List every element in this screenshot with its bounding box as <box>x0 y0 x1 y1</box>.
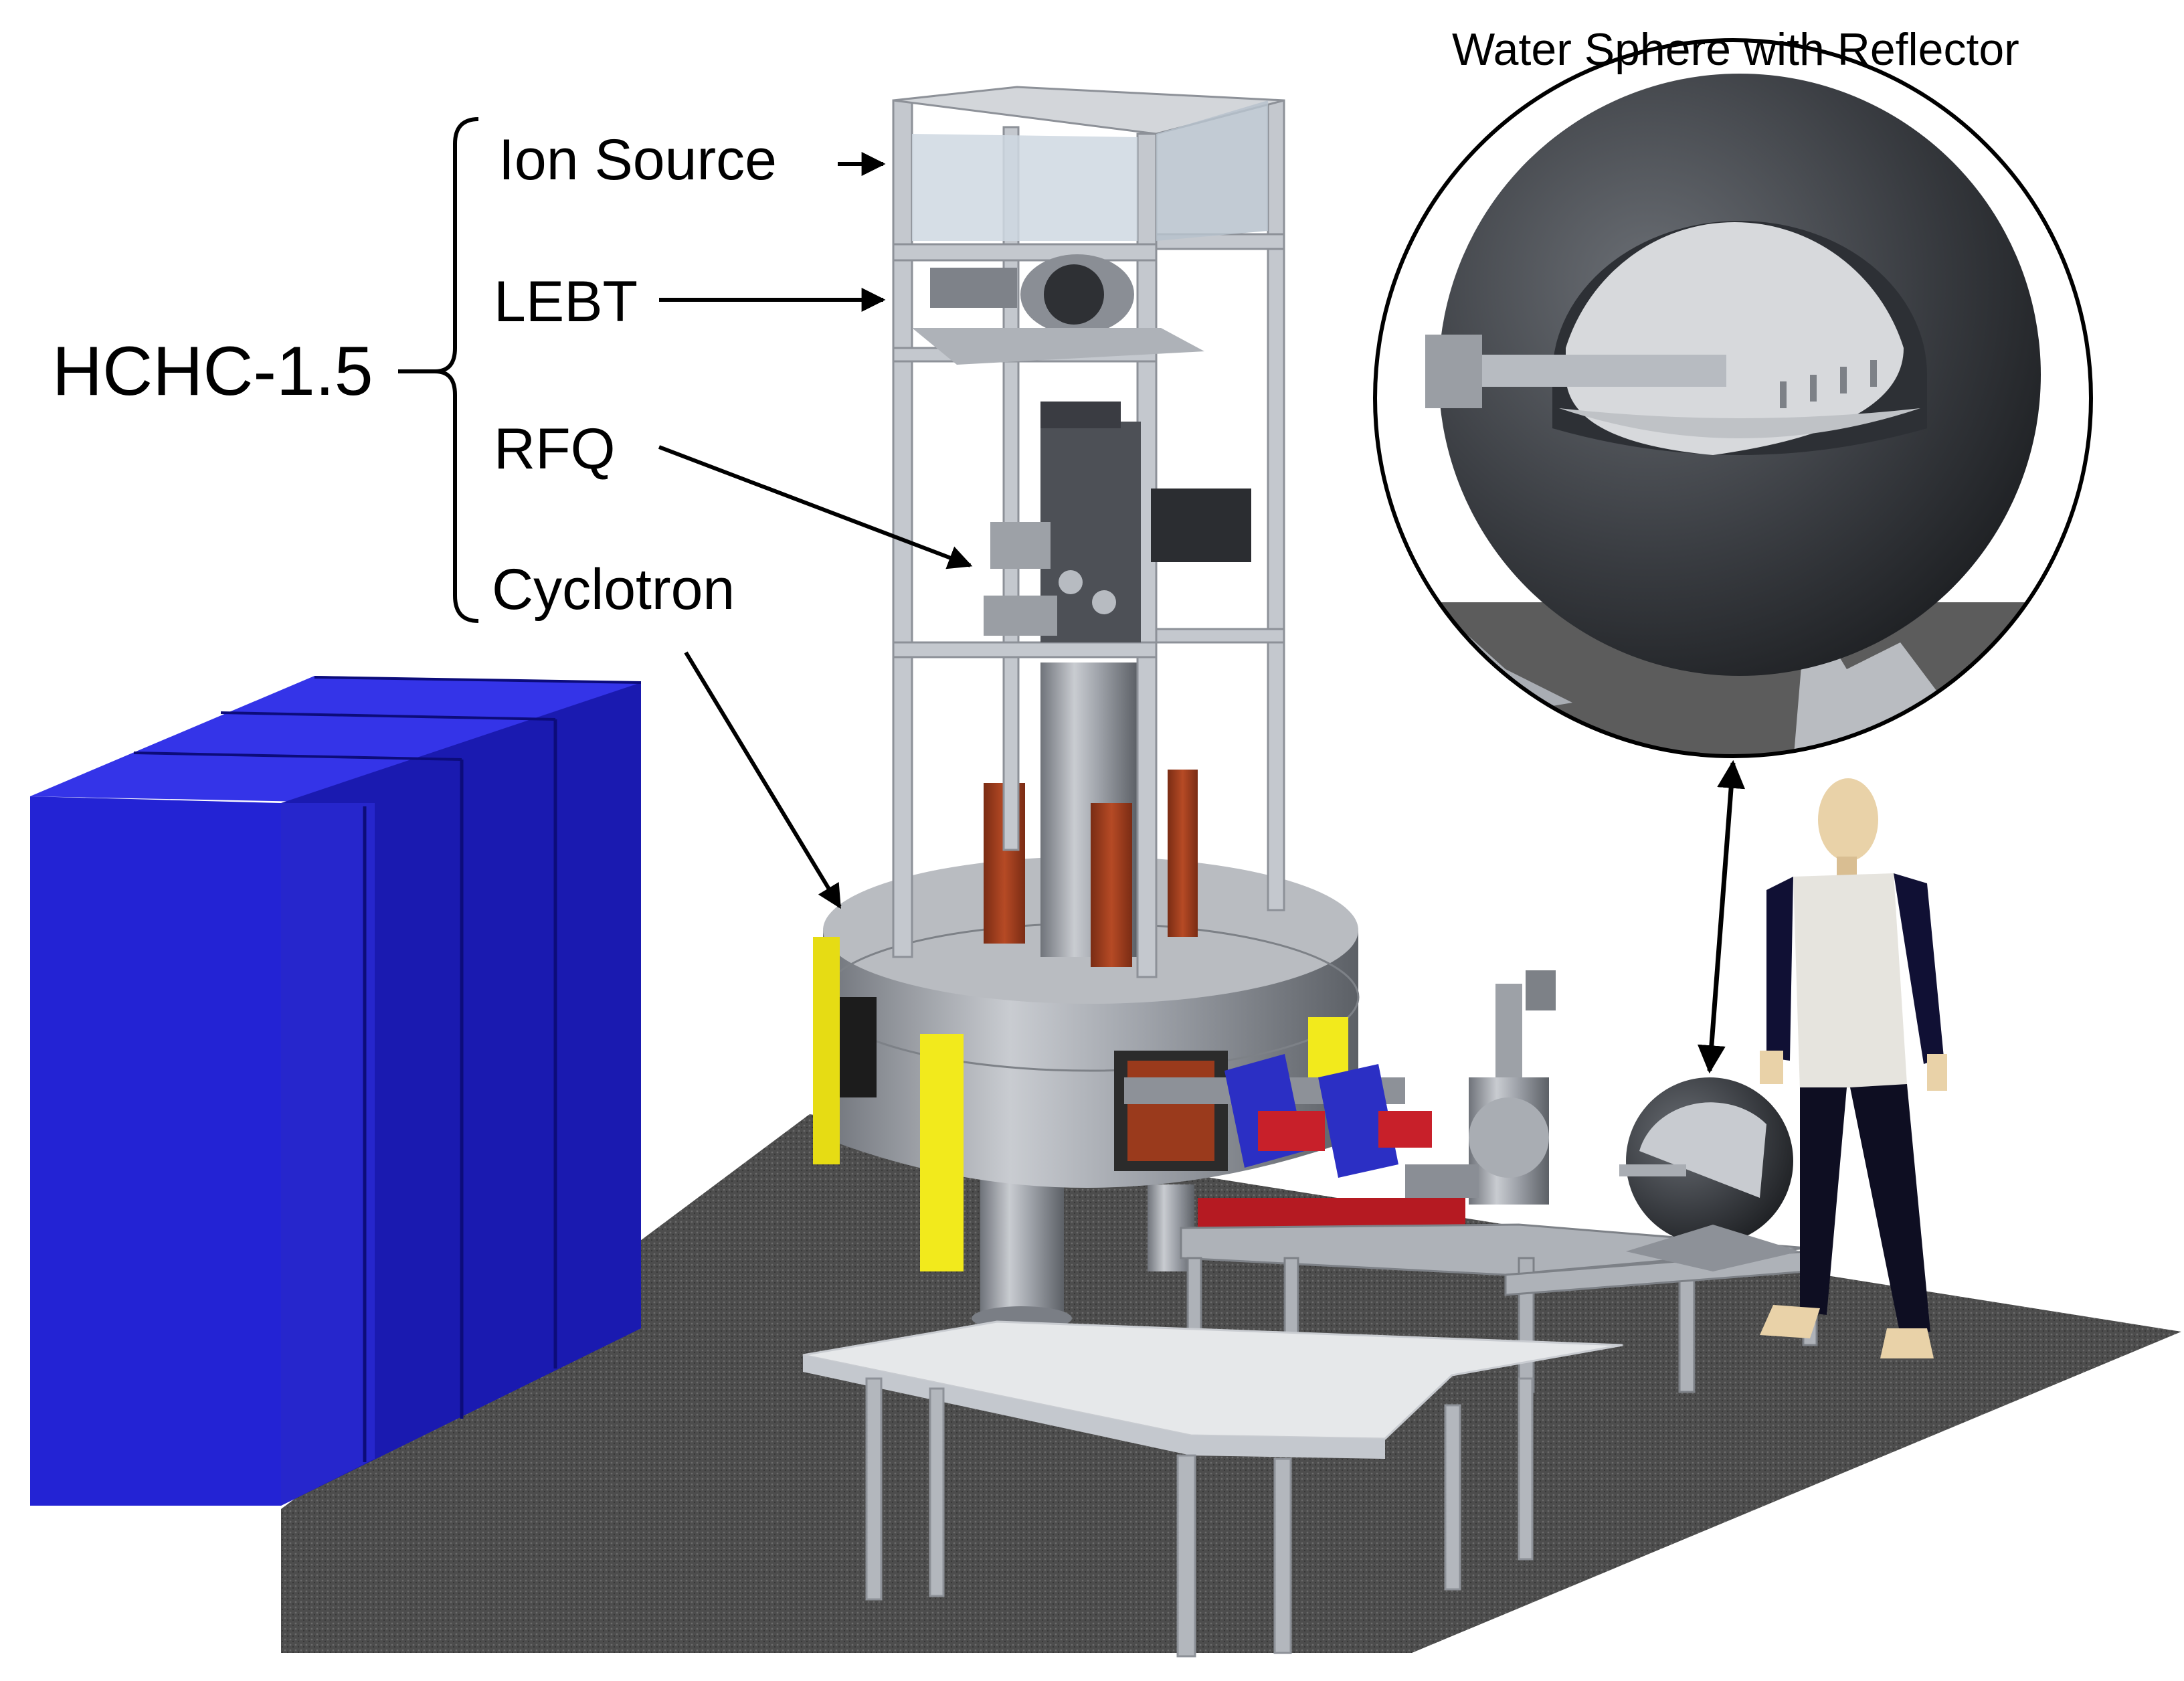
cyclotron-label: Cyclotron <box>492 557 735 622</box>
central-column <box>984 662 1198 967</box>
system-label: HCHC-1.5 <box>52 333 373 410</box>
ion-source-enclosure <box>912 100 1268 241</box>
system-bracket <box>434 117 479 623</box>
diagnostic-chamber <box>1405 970 1556 1205</box>
rfq-arrow <box>658 445 973 569</box>
blue-shielding-blocks <box>30 676 642 1506</box>
ion-source-label: Ion Source <box>498 128 777 192</box>
inset-zoom <box>1373 38 2093 758</box>
lebt-label: LEBT <box>494 270 638 334</box>
water-sphere <box>1619 1077 1800 1271</box>
rfq-label: RFQ <box>494 417 616 481</box>
human-figure <box>1760 778 1947 1358</box>
zoom-arrow <box>1697 760 1746 1074</box>
lebt-chamber <box>912 254 1204 365</box>
inset-title: Water Sphere with Reflector <box>1452 24 2019 75</box>
rfq-assembly <box>984 402 1251 642</box>
copper-rod <box>1091 803 1132 967</box>
cyclotron-arrow <box>684 651 842 909</box>
workbench-table <box>802 1320 1623 1658</box>
beam-tube <box>1465 355 1726 387</box>
copper-rod <box>1168 770 1198 937</box>
